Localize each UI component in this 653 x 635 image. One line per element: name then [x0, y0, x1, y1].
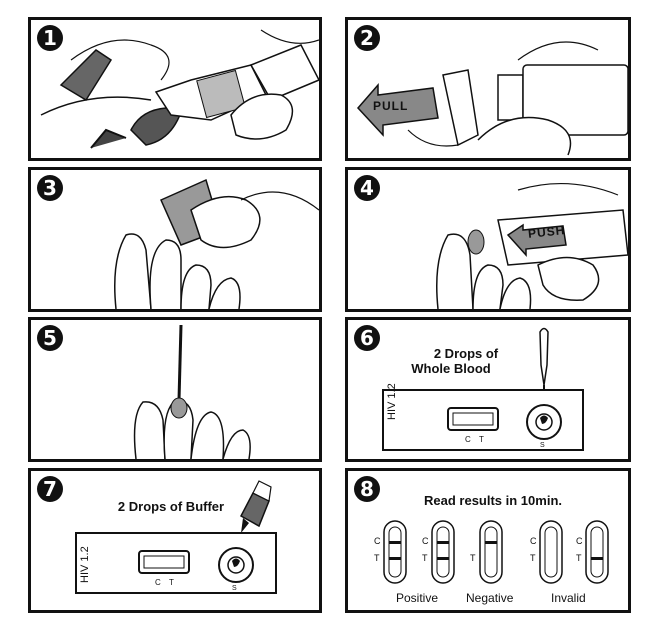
step-5-number: 5: [37, 325, 63, 351]
strip-5-t-line: [591, 557, 603, 560]
step-6-device-label: HIV 1.2: [386, 383, 398, 420]
strip-4-c-label: C: [530, 536, 537, 546]
step-7-t-mark: T: [169, 578, 174, 587]
step-7-caption: 2 Drops of Buffer: [117, 499, 225, 514]
step-6-number: 6: [354, 325, 380, 351]
step-7-s-mark: S: [232, 585, 237, 592]
step-7-c-mark: C: [155, 578, 161, 587]
strip-2-c-label: C: [422, 536, 429, 546]
step-7-panel: 7 2 Drops of Buffer HIV 1.2 C T S: [28, 468, 322, 613]
push-lancet-illustration: [436, 182, 628, 309]
pull-arrow-label: PULL: [373, 99, 409, 113]
strip-invalid-2: [585, 520, 609, 584]
step-3-panel: 3: [28, 167, 322, 312]
step-6-panel: 6 2 Drops of Whole Blood HIV 1.2 C T S: [345, 317, 631, 462]
strip-3-t-label: T: [470, 553, 476, 563]
step-6-s-mark: S: [540, 442, 545, 449]
strip-invalid-1: [539, 520, 563, 584]
step-5-panel: 5: [28, 317, 322, 462]
strip-1-t-label: T: [374, 553, 380, 563]
strip-positive-1: [383, 520, 407, 584]
step-6-c-mark: C: [465, 435, 471, 444]
step-1-panel: 1: [28, 17, 322, 161]
strip-2-t-line: [437, 557, 449, 560]
step-7-number: 7: [37, 476, 63, 502]
strip-1-c-line: [389, 541, 401, 544]
step-2-number: 2: [354, 25, 380, 51]
strip-3-c-line: [485, 541, 497, 544]
result-invalid-label: Invalid: [551, 591, 586, 605]
step-8-panel: 8 Read results in 10min. C T C T T C T C…: [345, 468, 631, 613]
pull-cap-illustration: [356, 41, 628, 156]
step-6-t-mark: T: [479, 435, 484, 444]
test-cassette-blood-illustration: [382, 327, 584, 451]
strip-4-t-label: T: [530, 553, 536, 563]
step-6-caption-line1: 2 Drops of: [433, 346, 499, 361]
collect-blood-illustration: [133, 324, 251, 459]
step-7-device-label: HIV 1.2: [79, 546, 91, 583]
result-strips-illustration: [383, 520, 609, 584]
step-1-number: 1: [37, 25, 63, 51]
clean-finger-illustration: [114, 178, 319, 309]
step-3-number: 3: [37, 175, 63, 201]
step-6-caption-line2: Whole Blood: [411, 361, 491, 376]
result-negative-label: Negative: [466, 591, 514, 605]
step-8-number: 8: [354, 476, 380, 502]
step-4-number: 4: [354, 175, 380, 201]
step-4-panel: 4 PUSH: [345, 167, 631, 312]
strip-1-t-line: [389, 557, 401, 560]
test-cassette-buffer-illustration: [75, 480, 277, 594]
strip-1-c-label: C: [374, 536, 381, 546]
open-lancet-illustration: [40, 29, 319, 149]
result-positive-label: Positive: [396, 591, 439, 605]
step-8-caption: Read results in 10min.: [424, 493, 562, 508]
strip-5-c-label: C: [576, 536, 583, 546]
strip-positive-2: [431, 520, 455, 584]
strip-2-c-line: [437, 541, 449, 544]
strip-5-t-label: T: [576, 553, 582, 563]
strip-negative: [479, 520, 503, 584]
step-2-panel: 2 PULL: [345, 17, 631, 161]
strip-2-t-label: T: [422, 553, 428, 563]
